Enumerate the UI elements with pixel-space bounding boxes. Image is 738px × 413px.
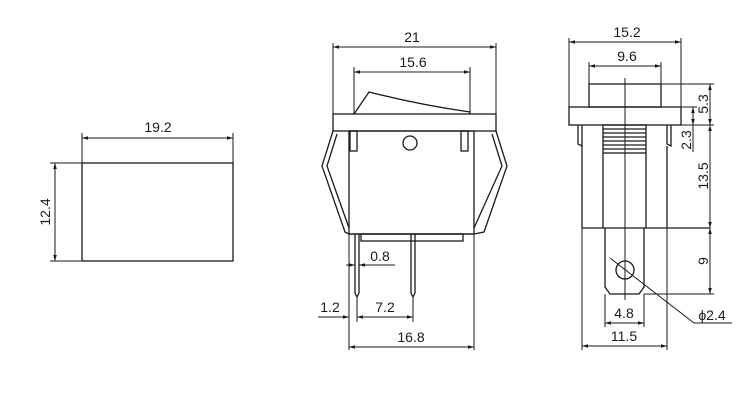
tab-left: [349, 130, 358, 152]
indicator-hole: [402, 135, 418, 151]
clip-right: [473, 130, 508, 235]
front-body-width-label: 16.8: [397, 329, 424, 345]
terminal-width-label: 4.8: [614, 305, 634, 321]
cutout-height-label: 12.4: [37, 198, 53, 225]
front-bezel: [332, 113, 497, 132]
terminal-right: [410, 234, 416, 299]
rocker-actuator: [353, 91, 471, 115]
side-rocker-width-label: 9.6: [617, 48, 637, 64]
terminal-length-label: 9: [695, 257, 711, 265]
rocker-height-label: 5.3: [695, 94, 711, 114]
edge-offset-label: 1.2: [320, 299, 340, 315]
base-plate: [360, 233, 464, 242]
cutout-rectangle: [81, 162, 234, 262]
front-overall-width-label: 21: [404, 29, 420, 45]
clip-left: [321, 130, 350, 235]
front-body: [348, 130, 475, 235]
tab-right: [460, 130, 469, 152]
flange-thickness-label: 2.3: [678, 130, 694, 150]
side-view: 15.2 9.6 5.3 2.3 13.5 9 4.8 11.5: [568, 24, 732, 350]
front-view: 21 15.6 0.8 1.2 7.2 16.8: [318, 29, 508, 350]
terminal-left: [354, 234, 360, 299]
front-rocker-width-label: 15.6: [399, 54, 426, 70]
body-height-label: 13.5: [695, 162, 711, 189]
cutout-view: 19.2 12.4: [37, 119, 234, 262]
terminal-pitch-label: 7.2: [375, 299, 395, 315]
cutout-width-label: 19.2: [144, 119, 171, 135]
hole-diameter-label: ϕ2.4: [698, 307, 726, 323]
side-overall-width-label: 15.2: [613, 24, 640, 40]
side-body-width-label: 11.5: [611, 328, 637, 344]
terminal-thickness-label: 0.8: [370, 248, 390, 264]
hole-leader-line: [609, 257, 695, 324]
